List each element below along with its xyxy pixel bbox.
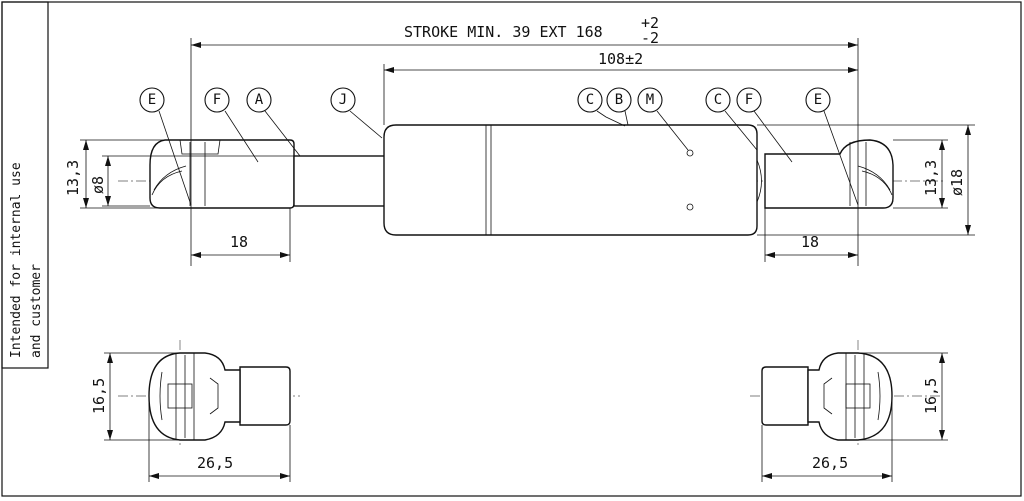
- left-end-height-label: 13,3: [64, 160, 82, 196]
- body-length-dimension: 108±2: [383, 50, 858, 125]
- left-end-length-label: 18: [230, 233, 248, 251]
- left-rod-diameter-label: ø8: [89, 176, 107, 194]
- end-length-dimensions: 18 18: [191, 208, 858, 262]
- callout-m: M: [646, 92, 654, 108]
- callout-b: B: [615, 92, 623, 108]
- body-length-label: 108±2: [598, 50, 643, 68]
- callout-a: A: [255, 92, 264, 108]
- right-end-fitting: [764, 139, 894, 209]
- callout-right-e: E: [814, 92, 822, 108]
- bottom-left-width-label: 26,5: [197, 454, 233, 472]
- right-end-length-label: 18: [801, 233, 819, 251]
- callout-left-f: F: [213, 92, 221, 108]
- bottom-left-end-view: 16,5 26,5: [90, 340, 300, 482]
- stroke-label: STROKE MIN. 39 EXT 168: [404, 23, 603, 41]
- bottom-right-height-label: 16,5: [922, 378, 940, 414]
- cylinder-body: [383, 124, 762, 236]
- left-height-dimensions: 13,3 ø8: [64, 139, 294, 209]
- right-end-height-label: 13,3: [922, 160, 940, 196]
- callouts: E F A J C B M C F E: [139, 87, 859, 206]
- right-body-diameter-label: ø18: [948, 169, 966, 196]
- side-note-line1: Intended for internal use: [9, 162, 24, 358]
- left-end-fitting: [149, 139, 295, 209]
- stroke-tol-plus: +2: [641, 14, 659, 32]
- callout-c2: C: [714, 92, 722, 108]
- right-height-dimensions: 13,3 ø18: [757, 124, 975, 236]
- stroke-dimension: STROKE MIN. 39 EXT 168 +2 -2: [190, 14, 859, 266]
- bottom-right-end-view: 16,5 26,5: [750, 340, 948, 482]
- callout-j: J: [339, 92, 347, 108]
- bottom-left-height-label: 16,5: [90, 378, 108, 414]
- callout-left-e: E: [148, 92, 156, 108]
- stroke-tol-minus: -2: [641, 29, 659, 47]
- callout-c1: C: [586, 92, 594, 108]
- side-note-box: [1, 1, 49, 369]
- callout-right-f: F: [745, 92, 753, 108]
- bottom-right-width-label: 26,5: [812, 454, 848, 472]
- side-note-line2: and customer: [29, 264, 44, 358]
- piston-rod: [293, 155, 387, 207]
